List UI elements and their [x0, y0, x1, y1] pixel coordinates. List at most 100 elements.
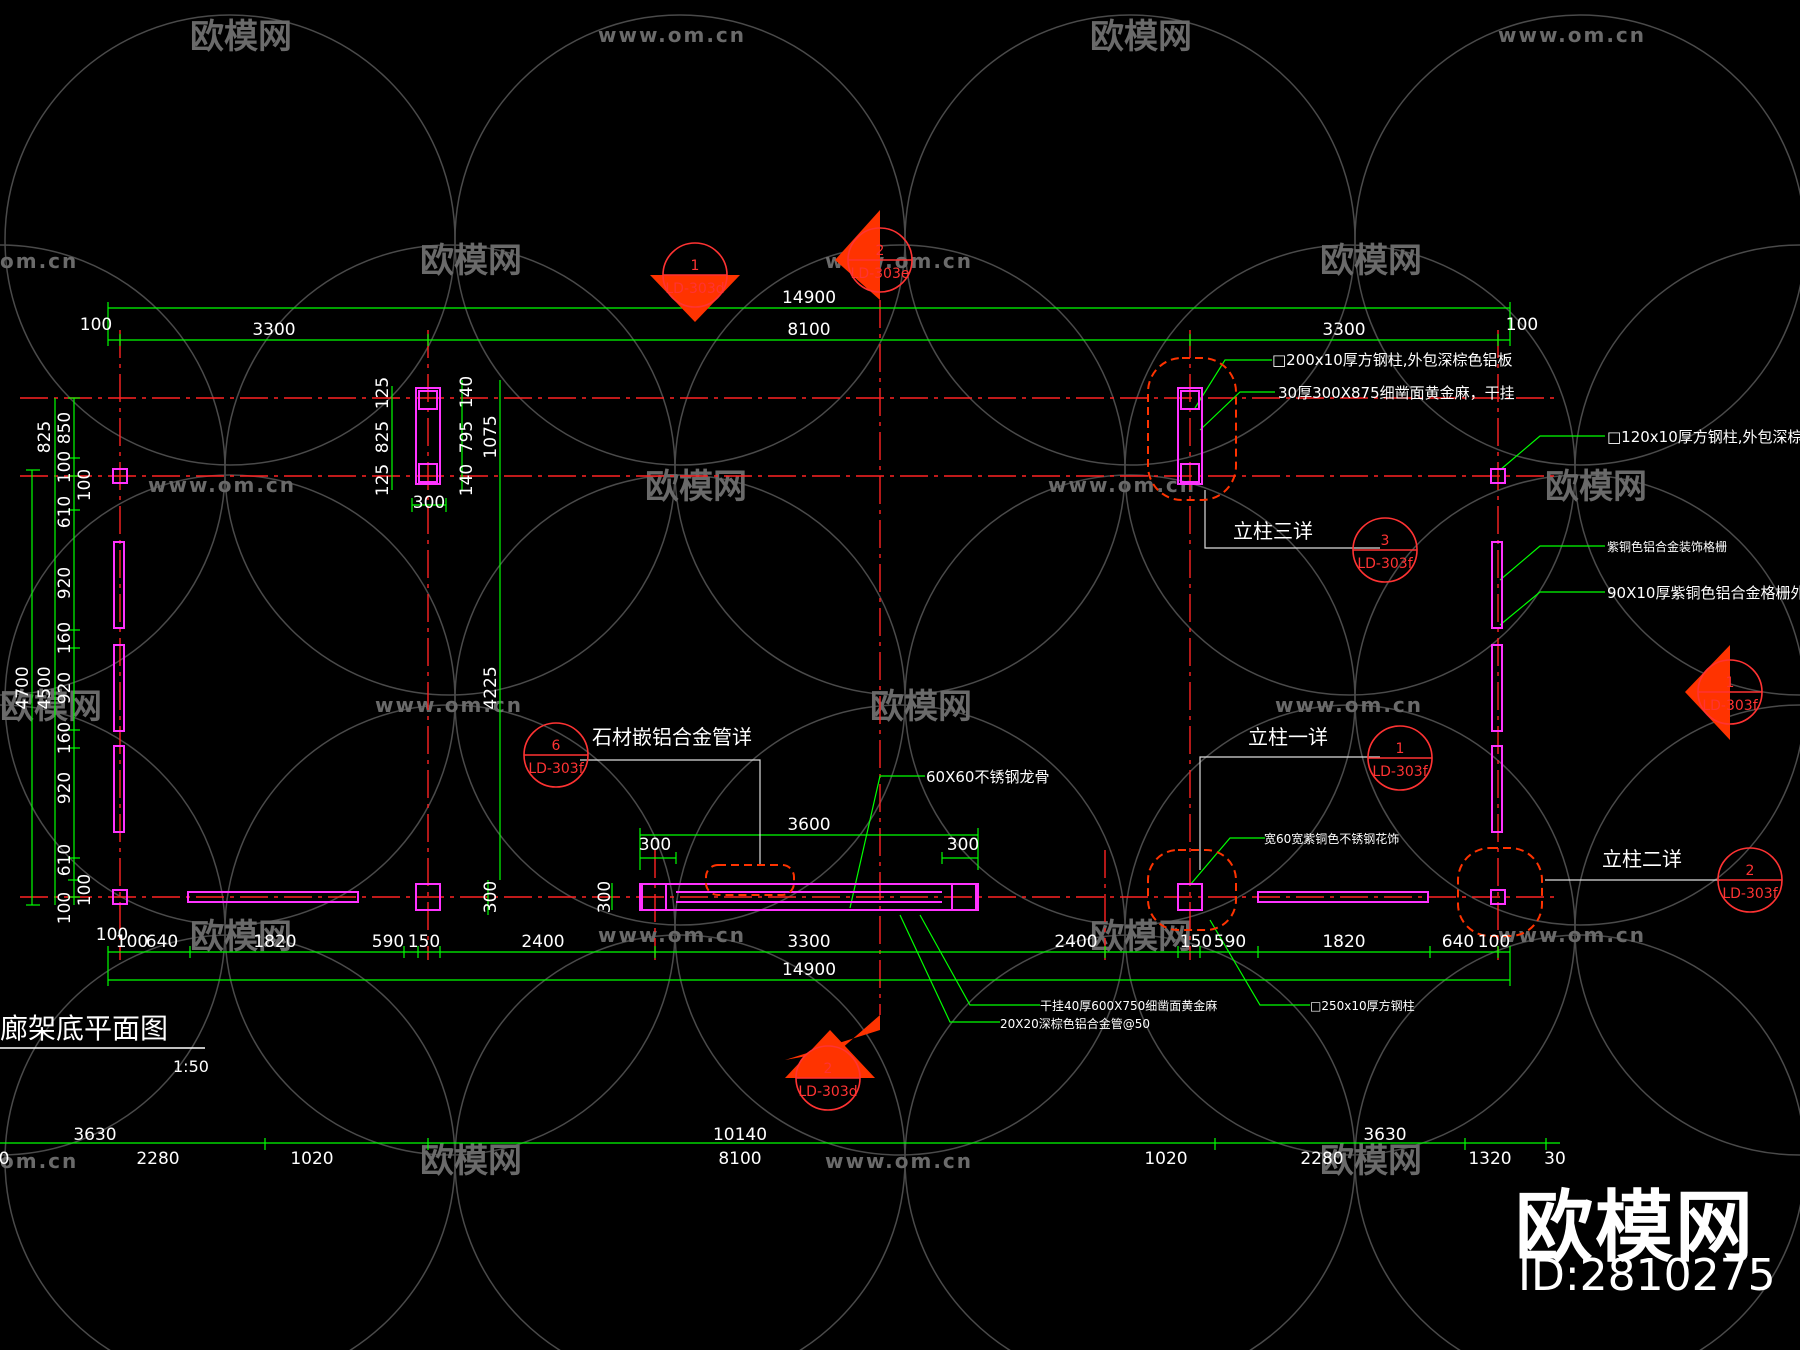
label-column-detail-2: 立柱二详: [1602, 847, 1682, 871]
dim-left: 4700: [13, 666, 33, 709]
callout-circles: [523, 227, 1783, 1111]
wm-brand: 欧模网: [190, 917, 292, 957]
dim-bottom2: 30: [1544, 1149, 1566, 1169]
dim-bench-left: 300: [639, 835, 671, 855]
callout-ref: LD-303f: [1722, 886, 1778, 902]
bottom-dimensions-2: 3630 10140 3630 0 2280 1020 8100 1020 22…: [0, 1125, 1566, 1169]
wm-brand: 欧模网: [1545, 467, 1647, 507]
dim-bottom: 590: [372, 932, 404, 952]
dim-bottom2: 1020: [290, 1149, 333, 1169]
detail-labels: 立柱三详 立柱一详 立柱二详 石材嵌铝合金管详: [592, 519, 1682, 871]
dim-bottom2: 2280: [136, 1149, 179, 1169]
label-column-detail-1: 立柱一详: [1248, 725, 1328, 749]
note-steel-column-120: □120x10厚方钢柱,外包深棕色铝板: [1607, 428, 1800, 446]
dim-col: 125: [373, 464, 393, 496]
callout-ref: LD-303d: [798, 1084, 857, 1100]
dim-col: 140: [457, 464, 477, 496]
wm-url: www.om.cn: [1048, 473, 1196, 497]
dim-left: 850: [55, 412, 75, 444]
dim-left: 100: [75, 469, 95, 501]
callout-num: 2: [824, 1061, 833, 1077]
dim-col: 1075: [481, 415, 501, 458]
bench-dimensions: 3600 300 300 300: [595, 815, 979, 913]
brand-id: ID:2810275: [1518, 1250, 1776, 1301]
dim-bottom: 2400: [521, 932, 564, 952]
dim-left: 100: [55, 451, 75, 483]
columns: [112, 387, 1506, 911]
callout-ref: LD-303f: [528, 761, 584, 777]
dim-bottom: 2400: [1054, 932, 1097, 952]
wm-brand: 欧模网: [190, 17, 292, 57]
column-dimensions: 125 825 125 140 795 140 1075 300 4225 30…: [373, 376, 501, 913]
dim-bottom: 150: [1180, 932, 1212, 952]
dim-left: 100: [75, 874, 95, 906]
callout-ref: LD-303e: [851, 266, 910, 282]
wm-url: om.cn: [0, 1149, 78, 1173]
plan-scale: 1:50: [173, 1057, 209, 1076]
callout-num: 1: [1396, 741, 1405, 757]
wm-url: www.om.cn: [1498, 23, 1646, 47]
dim-left: 4500: [35, 666, 55, 709]
dim-bottom: 1820: [1322, 932, 1365, 952]
note-steel-column-200: □200x10厚方钢柱,外包深棕色铝板: [1272, 351, 1513, 369]
callout-ref: LD-303f: [1702, 698, 1758, 714]
wm-brand: 欧模网: [1320, 1141, 1422, 1181]
dim-bottom: 3300: [787, 932, 830, 952]
callout-num: 1: [691, 258, 700, 274]
callout-num: 2: [876, 243, 885, 259]
wm-brand: 欧模网: [645, 467, 747, 507]
wm-brand: 欧模网: [1090, 17, 1192, 57]
dim-left: 920: [55, 672, 75, 704]
wm-brand: 欧模网: [420, 241, 522, 281]
dim-bench-total: 3600: [787, 815, 830, 835]
dim-bottom: 100: [1478, 932, 1510, 952]
dim-bottom: 1820: [253, 932, 296, 952]
dim-left: 100: [55, 892, 75, 924]
callout-texts: 1 LD-303d 2 LD-303e 3 LD-303f 1 LD-303f …: [528, 243, 1778, 1100]
wm-brand: 欧模网: [870, 687, 972, 727]
dim-bench-vert: 300: [595, 881, 615, 913]
wm-brand: 欧模网: [1320, 241, 1422, 281]
dim-col: 795: [457, 421, 477, 453]
leader-lines: [849, 359, 1605, 1023]
dim-bottom2: 8100: [718, 1149, 761, 1169]
top-dimensions: 14900 100 3300 8100 3300 100: [80, 288, 1538, 340]
bottom-dimensions: 100 100 640 1820 590 150 2400 3300 2400 …: [96, 925, 1510, 980]
dim-col: 4225: [481, 666, 501, 709]
callout-num: 2: [1746, 863, 1755, 879]
note-steel-column-250: □250x10厚方钢柱: [1310, 998, 1415, 1013]
detail-bubbles: [705, 357, 1543, 937]
drawing-title: 廊架底平面图 1:50: [0, 1012, 209, 1076]
wm-brand: 欧模网: [0, 687, 102, 727]
note-grille-frame: 90X10厚紫铜色铝合金格栅外框: [1607, 584, 1800, 602]
note-ornament: 宽60宽紫铜色不锈钢花饰: [1264, 831, 1399, 846]
dim-bottom2: 0: [0, 1149, 9, 1169]
dim-left: 610: [55, 496, 75, 528]
dim-bottom2: 10140: [713, 1125, 767, 1145]
dim-left: 610: [55, 844, 75, 876]
wm-url: www.om.cn: [148, 473, 296, 497]
dim-left: 920: [55, 567, 75, 599]
dim-left: 920: [55, 772, 75, 804]
axis-lines: [20, 300, 1560, 1015]
dim-bench-right: 300: [947, 835, 979, 855]
callout-num: 3: [1381, 533, 1390, 549]
dim-left: 160: [55, 722, 75, 754]
dimension-lines: [0, 302, 1560, 1150]
dim-top-left-bay: 3300: [252, 320, 295, 340]
callout-num: 6: [552, 738, 561, 754]
dim-bottom2: 1020: [1144, 1149, 1187, 1169]
dim-bottom: 640: [1442, 932, 1474, 952]
watermark-circles: [0, 14, 1800, 1350]
note-granite-cladding: 30厚300X875细凿面黄金麻，干挂: [1278, 384, 1515, 402]
left-dimensions: 4700 4500 825 850 100 100 610 920 160 92…: [13, 412, 95, 924]
note-grille: 紫铜色铝合金装饰格栅: [1607, 539, 1727, 554]
callout-ref: LD-303f: [1372, 764, 1428, 780]
brand-watermark: 欧模网: [1515, 1183, 1756, 1273]
wm-url: www.om.cn: [598, 923, 746, 947]
dim-left: 160: [55, 622, 75, 654]
note-granite-hang: 干挂40厚600X750细凿面黄金麻: [1040, 998, 1217, 1013]
material-notes: □200x10厚方钢柱,外包深棕色铝板 30厚300X875细凿面黄金麻，干挂 …: [926, 351, 1800, 1031]
wm-url: www.om.cn: [598, 23, 746, 47]
